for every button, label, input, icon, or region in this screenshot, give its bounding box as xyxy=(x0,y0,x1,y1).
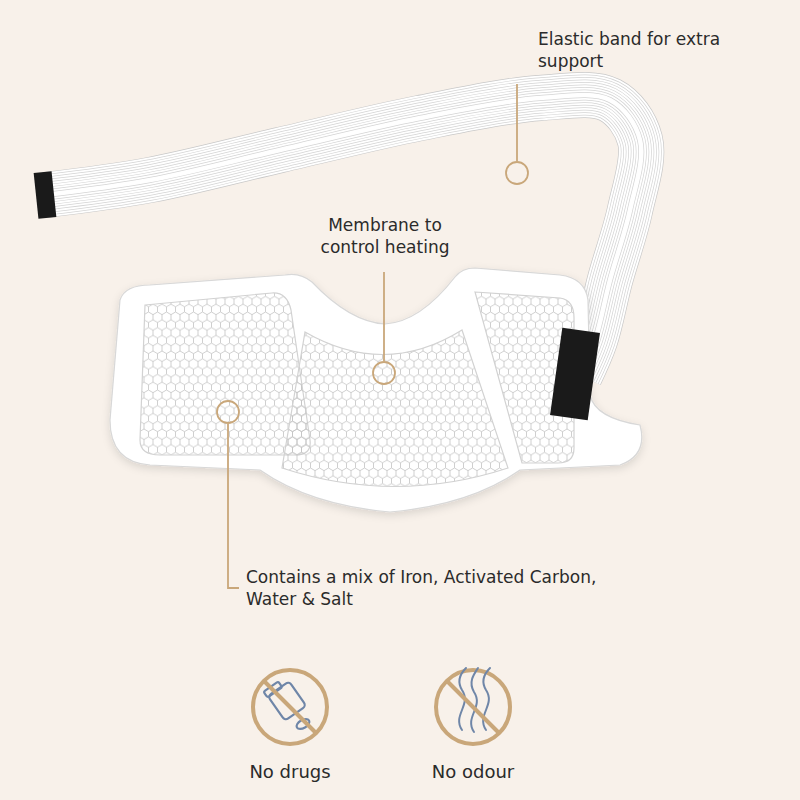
no-odour-icon xyxy=(436,668,510,744)
icon-caption: No drugs xyxy=(220,760,360,783)
center-panel xyxy=(282,330,508,487)
band-callout: Elastic band for extra support xyxy=(538,28,738,72)
icon-caption: No odour xyxy=(403,760,543,783)
left-panel xyxy=(140,293,310,455)
band-tab xyxy=(550,328,600,420)
leader-lines xyxy=(217,84,528,588)
membrane-callout: Membrane to control heating xyxy=(300,214,470,258)
contents-callout: Contains a mix of Iron, Activated Carbon… xyxy=(246,566,646,610)
patch-body xyxy=(110,268,642,512)
band-tip xyxy=(34,171,57,219)
no-drugs-icon xyxy=(253,670,327,744)
